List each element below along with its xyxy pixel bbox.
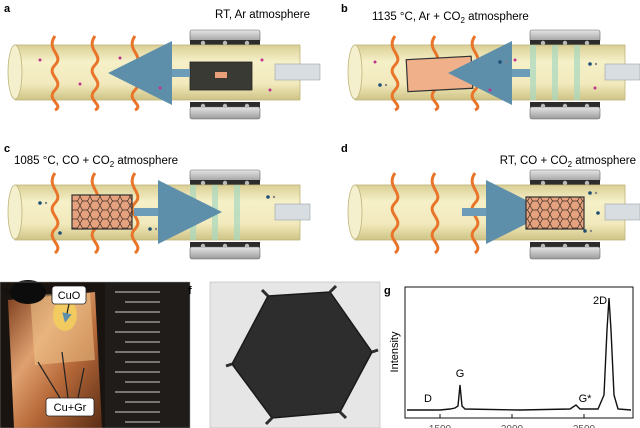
raman-spectrum-panel-g	[404, 286, 634, 419]
caption-c: 1085 °C, CO + CO2 atmosphere	[14, 155, 178, 169]
tube-panel-c	[7, 169, 311, 260]
photo-panel-e	[0, 280, 191, 428]
panel-letter-b: b	[341, 3, 348, 15]
cuo-label: CuO	[58, 290, 81, 302]
caption-a: RT, Ar atmosphere	[215, 9, 310, 21]
panel-letter-d: d	[341, 143, 348, 155]
tube-panel-d	[347, 169, 640, 260]
photo-panel-f	[209, 281, 381, 428]
tube-panel-a	[7, 29, 321, 120]
panel-letter-f: f	[188, 285, 192, 297]
y-axis-label: Intensity	[389, 331, 401, 372]
panel-letter-g: g	[384, 285, 391, 297]
panel-letter-e: e	[4, 285, 10, 297]
peak-label-g: G	[456, 368, 465, 380]
caption-b: 1135 °C, Ar + CO2 atmosphere	[372, 11, 529, 25]
peak-label-d: D	[424, 393, 432, 405]
peak-label-2d: 2D	[593, 295, 607, 307]
cugr-label: Cu+Gr	[54, 402, 87, 414]
caption-d: RT, CO + CO2 atmosphere	[500, 155, 636, 169]
x-tick-2500: 2500	[573, 424, 596, 428]
tube-panel-b	[347, 29, 640, 120]
x-tick-2000: 2000	[501, 424, 524, 428]
panel-letter-a: a	[4, 3, 11, 15]
raman-spectrum-line	[407, 297, 632, 411]
substrate-block	[405, 55, 474, 93]
cugr-label-box	[45, 397, 95, 417]
peak-label-gstar: G*	[579, 393, 593, 405]
lower-clamp	[189, 106, 261, 120]
panel-letter-c: c	[4, 143, 10, 155]
x-tick-1500: 1500	[429, 424, 452, 428]
